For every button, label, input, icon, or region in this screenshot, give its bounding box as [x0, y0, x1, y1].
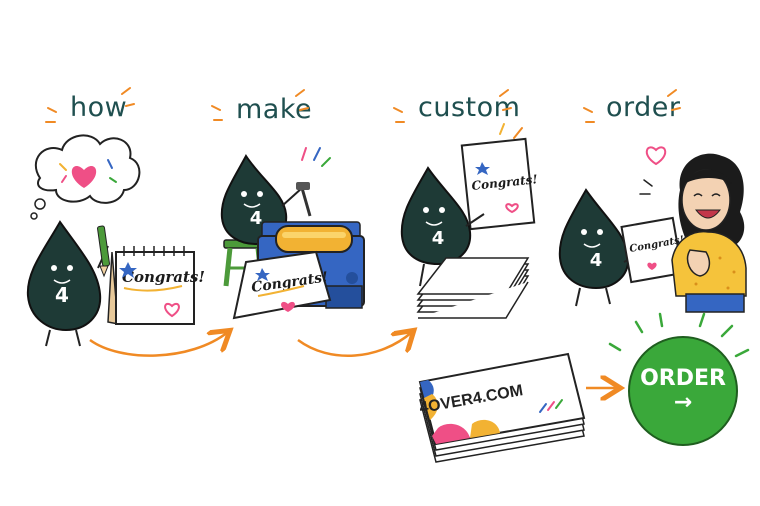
star-icon	[475, 162, 490, 175]
mascot-number: 4	[590, 250, 603, 271]
arrow-right-icon	[89, 332, 228, 357]
desk-calendar-card: Congrats!	[107, 246, 205, 325]
step-word-how: how	[70, 92, 128, 123]
heart-icon	[164, 302, 180, 318]
mascot-1: 4	[26, 220, 110, 347]
press-sparkles	[301, 147, 331, 167]
pencil-icon	[97, 225, 110, 278]
card-text-3: Congrats!	[471, 172, 538, 193]
button-sparkles	[608, 312, 750, 358]
heart-icon	[647, 262, 657, 270]
arrow-right-icon	[297, 332, 412, 357]
heart-icon	[71, 166, 97, 188]
order-button[interactable]: ORDER →	[628, 336, 738, 446]
card-text-1: Congrats!	[122, 268, 205, 286]
printed-sheet: Congrats!	[232, 250, 332, 320]
mascot-number: 4	[432, 228, 445, 249]
star-icon	[119, 262, 137, 278]
word-sparkles	[45, 87, 681, 123]
mascot-number: 4	[55, 283, 69, 307]
card-stack	[416, 257, 530, 319]
happy-customer	[671, 153, 747, 313]
order-button-label: ORDER	[640, 366, 726, 391]
star-icon	[255, 268, 270, 281]
arrow-right-icon: →	[673, 390, 693, 415]
step-word-custom: custom	[418, 92, 521, 123]
heart-icon	[281, 301, 295, 312]
step-word-order: order	[606, 92, 681, 123]
mascot-number: 4	[250, 208, 263, 229]
business-card-stack: 4OVER4.COM	[418, 352, 586, 463]
heart-icon	[645, 146, 667, 166]
mascot-3: 4	[400, 166, 485, 287]
thought-bubble	[30, 134, 141, 220]
held-card: Congrats!	[460, 123, 538, 231]
step-word-make: make	[236, 94, 313, 125]
heart-icon	[505, 203, 519, 214]
